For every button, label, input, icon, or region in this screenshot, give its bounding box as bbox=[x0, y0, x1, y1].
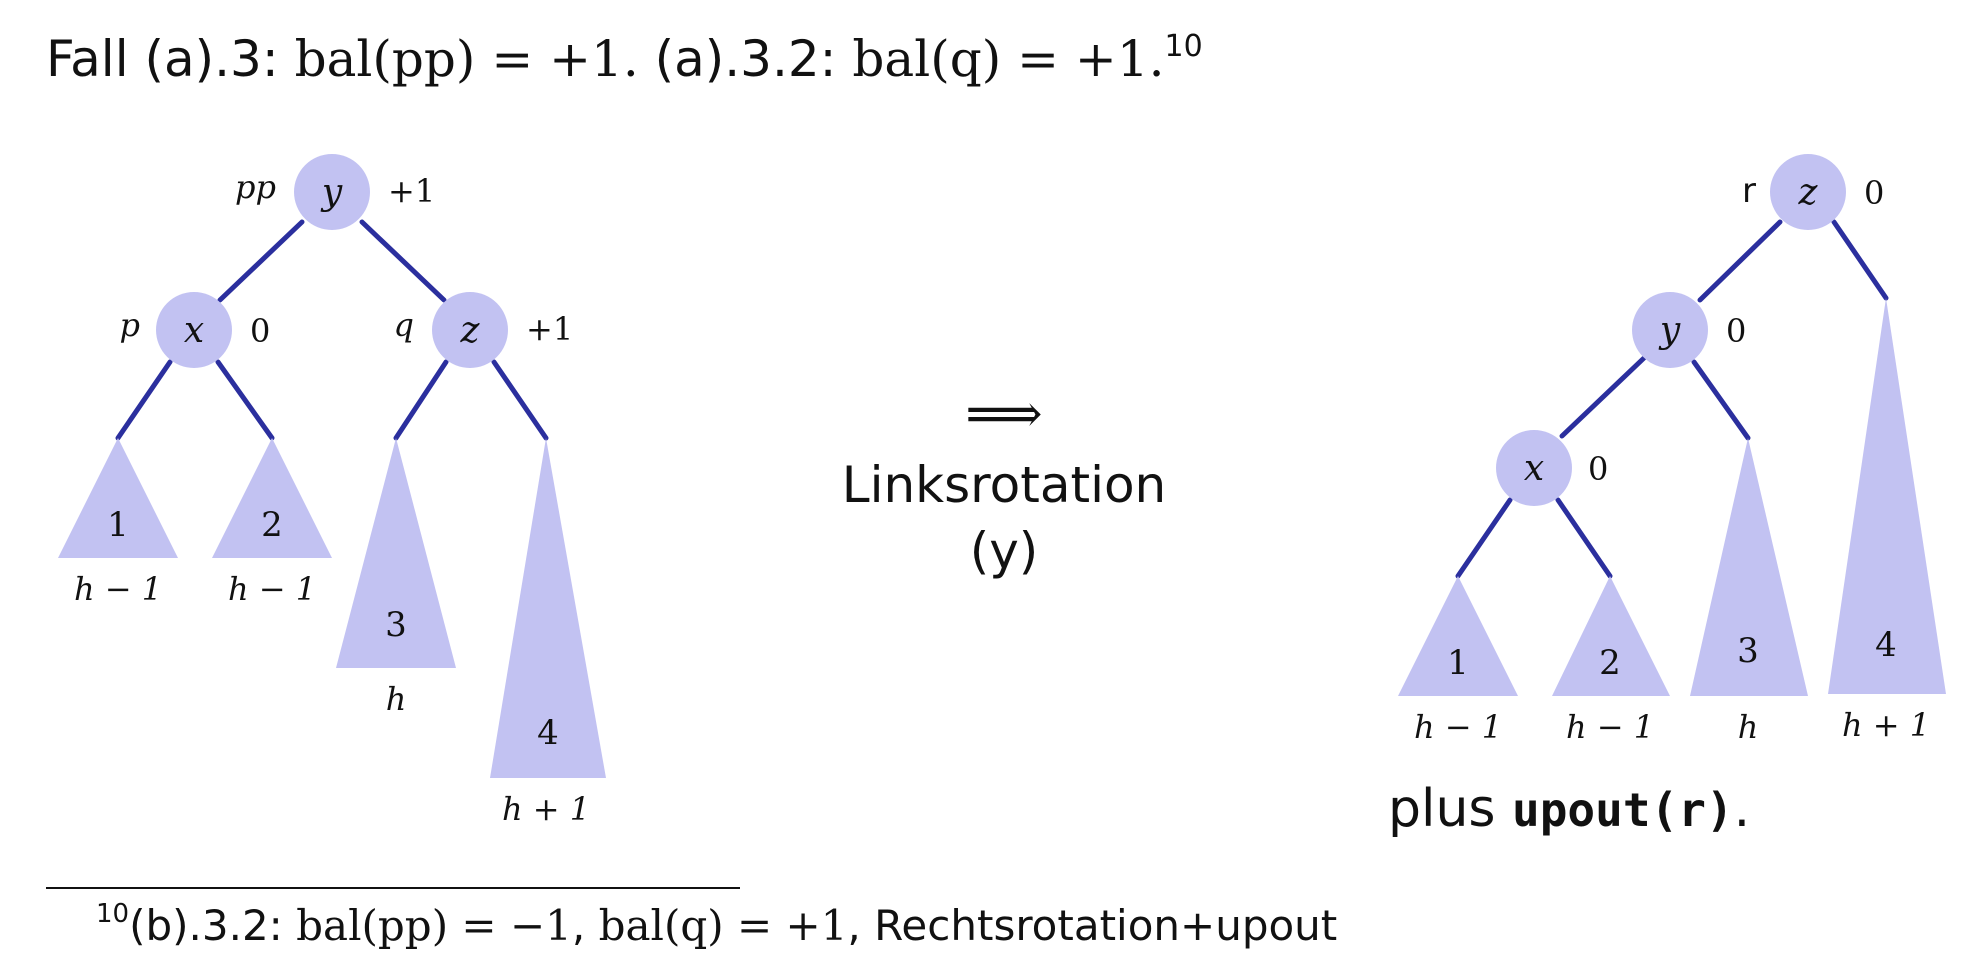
footnote-condition-pp: bal(pp) = −1 bbox=[296, 901, 572, 950]
right-tree: z r 0 y 0 x 0 1 h − 1 2 h − 1 3 h bbox=[1398, 154, 1946, 746]
right-tree-edges bbox=[1455, 219, 1889, 579]
subtree-height: h bbox=[386, 680, 407, 718]
subtree-triangle bbox=[58, 438, 178, 558]
node-label: x bbox=[1524, 448, 1544, 489]
node-pointer-name: q bbox=[394, 306, 414, 344]
subtree-height: h − 1 bbox=[1566, 708, 1654, 746]
node-balance: 0 bbox=[1588, 450, 1608, 488]
left-subtree-4: 4 h + 1 bbox=[490, 438, 606, 828]
node-pointer-name: r bbox=[1742, 171, 1756, 211]
subtree-height: h − 1 bbox=[228, 570, 316, 608]
followup-prefix: plus bbox=[1388, 779, 1512, 839]
upout-call: upout(r) bbox=[1512, 783, 1734, 837]
subtree-height: h bbox=[1738, 708, 1759, 746]
title-prefix: Fall (a).3: bbox=[46, 30, 295, 88]
right-node-y: y 0 bbox=[1632, 292, 1746, 368]
left-node-z: z q +1 bbox=[394, 292, 573, 368]
title-condition-q: bal(q) = +1. bbox=[852, 30, 1164, 88]
subtree-triangle bbox=[336, 438, 456, 668]
subtree-label: 2 bbox=[1599, 643, 1621, 683]
left-subtree-1: 1 h − 1 bbox=[58, 438, 178, 608]
right-subtree-2: 2 h − 1 bbox=[1552, 576, 1670, 746]
edge-z-y bbox=[1697, 219, 1783, 303]
subtree-label: 3 bbox=[385, 605, 407, 645]
left-node-y: y pp +1 bbox=[235, 154, 435, 230]
followup-instruction: plus upout(r). bbox=[1388, 779, 1750, 839]
edge-x-sub2 bbox=[215, 359, 275, 441]
right-subtree-1: 1 h − 1 bbox=[1398, 576, 1518, 746]
title-footnote-mark: 10 bbox=[1165, 29, 1203, 64]
node-balance: 0 bbox=[250, 312, 270, 350]
left-subtree-3: 3 h bbox=[336, 438, 456, 718]
edge-y-sub3 bbox=[1691, 359, 1751, 441]
edge-y-x bbox=[1559, 355, 1647, 439]
footnote-separator: , bbox=[572, 901, 599, 950]
right-node-x: x 0 bbox=[1496, 430, 1608, 506]
subtree-height: h + 1 bbox=[502, 790, 590, 828]
footnote: 10(b).3.2: bal(pp) = −1, bal(q) = +1, Re… bbox=[96, 899, 1337, 950]
node-label: z bbox=[1798, 172, 1819, 213]
implies-arrow-icon: ⟹ bbox=[965, 382, 1042, 445]
node-pointer-name: pp bbox=[235, 168, 276, 206]
followup-suffix: . bbox=[1734, 779, 1751, 839]
node-balance: +1 bbox=[388, 172, 435, 210]
rotation-argument: (y) bbox=[970, 522, 1039, 580]
footnote-action: , Rechtsrotation+upout bbox=[847, 901, 1337, 950]
subtree-triangle bbox=[212, 438, 332, 558]
title-subcase: (a).3.2: bbox=[639, 30, 853, 88]
node-circle bbox=[156, 292, 232, 368]
edge-x-sub1 bbox=[1455, 497, 1513, 579]
left-tree-edges bbox=[115, 219, 549, 441]
node-circle bbox=[1496, 430, 1572, 506]
node-label: y bbox=[1658, 310, 1681, 351]
edge-x-sub1 bbox=[115, 359, 173, 441]
footnote-condition-q: bal(q) = +1 bbox=[599, 901, 848, 950]
footnote-case: (b).3.2: bbox=[129, 901, 296, 950]
subtree-label: 3 bbox=[1737, 631, 1759, 671]
right-subtree-3: 3 h bbox=[1690, 438, 1808, 746]
subtree-triangle bbox=[1690, 438, 1808, 696]
node-circle bbox=[1632, 292, 1708, 368]
edge-z-sub3 bbox=[393, 359, 449, 441]
title-condition-pp: bal(pp) = +1. bbox=[295, 30, 639, 88]
node-label: z bbox=[460, 310, 481, 351]
subtree-label: 4 bbox=[537, 713, 559, 753]
edge-z-sub4 bbox=[491, 359, 549, 441]
right-subtree-4: 4 h + 1 bbox=[1828, 298, 1946, 744]
left-subtree-2: 2 h − 1 bbox=[212, 438, 332, 608]
node-label: x bbox=[184, 310, 204, 351]
node-label: y bbox=[320, 172, 343, 213]
rotation-label: Linksrotation bbox=[842, 456, 1167, 514]
left-tree: y pp +1 x p 0 z q +1 1 h − 1 2 h − 1 bbox=[58, 154, 606, 828]
right-node-z: z r 0 bbox=[1742, 154, 1884, 230]
node-pointer-name: p bbox=[120, 306, 140, 344]
subtree-label: 2 bbox=[261, 505, 283, 545]
edge-y-z bbox=[359, 219, 447, 303]
subtree-label: 1 bbox=[1447, 643, 1469, 683]
footnote-mark: 10 bbox=[96, 899, 129, 929]
edge-x-sub2 bbox=[1555, 497, 1613, 579]
edge-z-sub4 bbox=[1831, 219, 1889, 301]
subtree-label: 1 bbox=[107, 505, 129, 545]
node-circle bbox=[1770, 154, 1846, 230]
slide-title: Fall (a).3: bal(pp) = +1. (a).3.2: bal(q… bbox=[46, 29, 1203, 88]
node-balance: 0 bbox=[1864, 174, 1884, 212]
subtree-height: h − 1 bbox=[1414, 708, 1502, 746]
subtree-triangle bbox=[1828, 298, 1946, 694]
edge-y-x bbox=[217, 219, 305, 303]
node-balance: +1 bbox=[526, 310, 573, 348]
rotation-arrow: ⟹ Linksrotation (y) bbox=[842, 382, 1167, 580]
node-circle bbox=[432, 292, 508, 368]
left-node-x: x p 0 bbox=[120, 292, 270, 368]
subtree-label: 4 bbox=[1875, 625, 1897, 665]
subtree-triangle bbox=[1398, 576, 1518, 696]
node-circle bbox=[294, 154, 370, 230]
subtree-height: h + 1 bbox=[1842, 706, 1930, 744]
node-balance: 0 bbox=[1726, 312, 1746, 350]
subtree-height: h − 1 bbox=[74, 570, 162, 608]
subtree-triangle bbox=[490, 438, 606, 778]
subtree-triangle bbox=[1552, 576, 1670, 696]
